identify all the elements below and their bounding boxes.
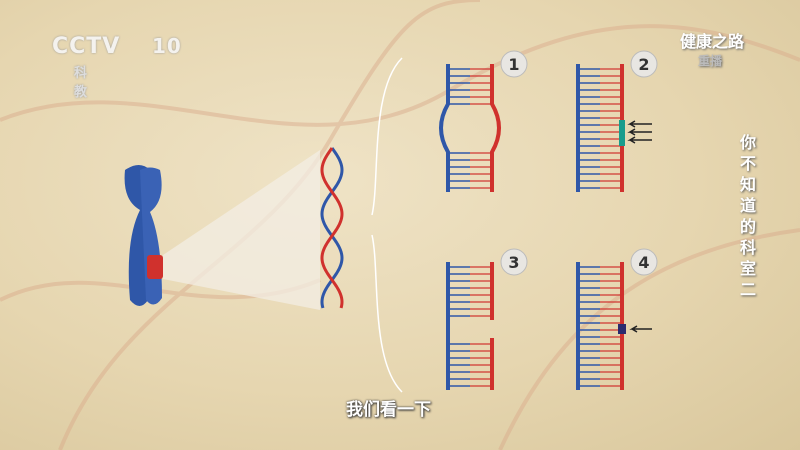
zoom-beam bbox=[163, 150, 320, 310]
arrow-icon bbox=[627, 128, 652, 136]
step-number-label: 2 bbox=[638, 55, 649, 74]
repair-panel-2: 2 bbox=[576, 50, 658, 192]
step-number-badge bbox=[500, 248, 528, 276]
repair-panel-1: 1 bbox=[439, 50, 528, 192]
mismatch-segment bbox=[619, 120, 625, 146]
side-caption: 你不知道的科室 二 bbox=[739, 133, 756, 299]
helix-strand-red bbox=[320, 147, 344, 309]
step-number-badge bbox=[630, 50, 658, 78]
arrow-icon bbox=[629, 325, 652, 333]
arrow-icon bbox=[627, 120, 652, 128]
step-number-label: 1 bbox=[508, 55, 519, 74]
step-number-badge bbox=[630, 248, 658, 276]
step-number-label: 3 bbox=[508, 253, 519, 272]
logo-channel-number: 10 bbox=[152, 34, 182, 58]
repair-panel-3: 3 bbox=[446, 248, 528, 390]
logo-brand: CCTV bbox=[52, 34, 121, 59]
cctv10-logo: CCTV 10 科教 bbox=[52, 34, 181, 100]
repair-panel-4: 4 bbox=[576, 248, 658, 390]
bracket-line-bottom bbox=[371, 234, 403, 393]
repaired-base bbox=[618, 324, 626, 334]
chromosome bbox=[124, 165, 163, 306]
step-number-badge bbox=[500, 50, 528, 78]
highlighted-gene-region bbox=[147, 255, 163, 279]
program-title: 健康之路 bbox=[680, 32, 745, 51]
bracket-line-top bbox=[371, 57, 403, 216]
subtitle-caption: 我们看一下 bbox=[346, 400, 431, 420]
program-tag: 重播 bbox=[698, 54, 723, 68]
dna-double-helix bbox=[320, 147, 344, 309]
program-logo: 健康之路 重播 bbox=[680, 28, 744, 69]
arrow-icon bbox=[627, 136, 652, 144]
step-number-label: 4 bbox=[638, 253, 649, 272]
logo-channel-name: 科教 bbox=[74, 66, 102, 100]
helix-strand-blue bbox=[320, 147, 344, 309]
